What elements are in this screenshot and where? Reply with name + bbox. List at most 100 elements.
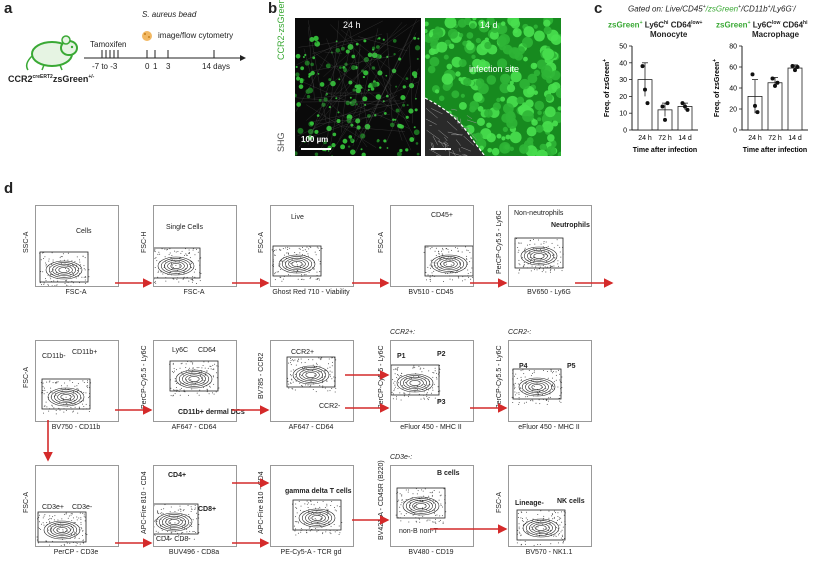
event-dot [186, 254, 188, 256]
event-dot [429, 280, 431, 282]
density-contour [406, 378, 424, 388]
event-dot [51, 405, 53, 407]
event-dot [59, 409, 61, 411]
event-dot [433, 270, 435, 272]
event-dot [321, 370, 323, 372]
event-dot [559, 379, 561, 381]
flow-x-axis-label: PerCP - CD3e [53, 549, 99, 556]
event-dot [538, 268, 540, 270]
event-dot [80, 397, 82, 399]
event-dot [431, 494, 433, 496]
event-dot [517, 383, 519, 385]
event-dot [190, 506, 192, 508]
event-dot [181, 250, 183, 252]
event-dot [529, 387, 531, 389]
event-dot [400, 504, 402, 506]
event-dot [322, 532, 324, 534]
event-dot [428, 495, 430, 497]
event-dot [83, 276, 85, 278]
event-dot [393, 388, 395, 390]
event-dot [439, 515, 441, 517]
event-dot [400, 520, 402, 522]
event-dot [319, 263, 321, 265]
event-dot [555, 379, 557, 381]
event-dot [83, 265, 85, 267]
event-dot [427, 519, 429, 521]
event-dot [173, 372, 175, 374]
event-dot [429, 278, 431, 280]
event-dot [466, 255, 468, 257]
event-dot [420, 398, 422, 400]
event-dot [196, 248, 198, 250]
y-axis-label: Freq. of zsGreen+ [602, 59, 611, 117]
gate-label: B cells [437, 470, 460, 477]
event-dot [523, 402, 525, 404]
event-dot [45, 540, 47, 542]
gate-label: P4 [519, 363, 528, 370]
event-dot [83, 400, 85, 402]
event-dot [469, 261, 471, 263]
event-dot [559, 524, 561, 526]
event-dot [436, 372, 438, 374]
gate-label: Cells [76, 228, 92, 235]
gating-path: Gated on: Live/CD45+/zsGreen+/CD11b+/Ly6… [628, 4, 796, 14]
event-dot [322, 515, 324, 517]
event-dot [297, 361, 299, 363]
event-dot [532, 247, 534, 249]
event-dot [545, 388, 547, 390]
event-dot [189, 252, 191, 254]
event-dot [531, 258, 533, 260]
event-dot [297, 360, 299, 362]
event-dot [551, 513, 553, 515]
event-dot [516, 542, 518, 544]
event-dot [156, 520, 158, 522]
event-dot [187, 504, 189, 506]
event-dot [157, 276, 159, 278]
event-dot [172, 363, 174, 365]
event-dot [512, 402, 514, 404]
event-dot [520, 534, 522, 536]
scale-bar [301, 148, 331, 150]
event-dot [80, 264, 82, 266]
event-dot [309, 278, 311, 280]
event-dot [43, 515, 45, 517]
y-tick-label: 40 [729, 86, 737, 93]
event-dot [553, 535, 555, 537]
event-dot [157, 511, 159, 513]
event-dot [180, 252, 182, 254]
event-dot [523, 251, 525, 253]
event-dot [329, 375, 331, 377]
event-dot [437, 373, 439, 375]
event-dot [432, 265, 434, 267]
event-dot [182, 278, 184, 280]
event-dot [522, 520, 524, 522]
event-dot [542, 370, 544, 372]
event-dot [440, 503, 442, 505]
event-dot [438, 399, 440, 401]
event-dot [527, 244, 529, 246]
event-dot [448, 251, 450, 253]
event-dot [322, 380, 324, 382]
event-dot [49, 521, 51, 523]
event-dot [182, 538, 184, 540]
event-dot [52, 259, 54, 261]
event-dot [45, 262, 47, 264]
event-dot [525, 250, 527, 252]
event-dot [439, 495, 441, 497]
event-dot [537, 526, 539, 528]
event-dot [274, 279, 276, 281]
event-dot [404, 393, 406, 395]
event-dot [174, 522, 176, 524]
event-dot [466, 249, 468, 251]
event-dot [50, 518, 52, 520]
event-dot [296, 521, 298, 523]
event-dot [307, 253, 309, 255]
event-dot [326, 503, 328, 505]
event-dot [334, 391, 336, 393]
event-dot [154, 257, 156, 259]
event-dot [319, 271, 321, 273]
event-dot [303, 369, 305, 371]
event-dot [57, 280, 59, 282]
density-contour [291, 261, 303, 267]
density-contour [521, 379, 553, 395]
